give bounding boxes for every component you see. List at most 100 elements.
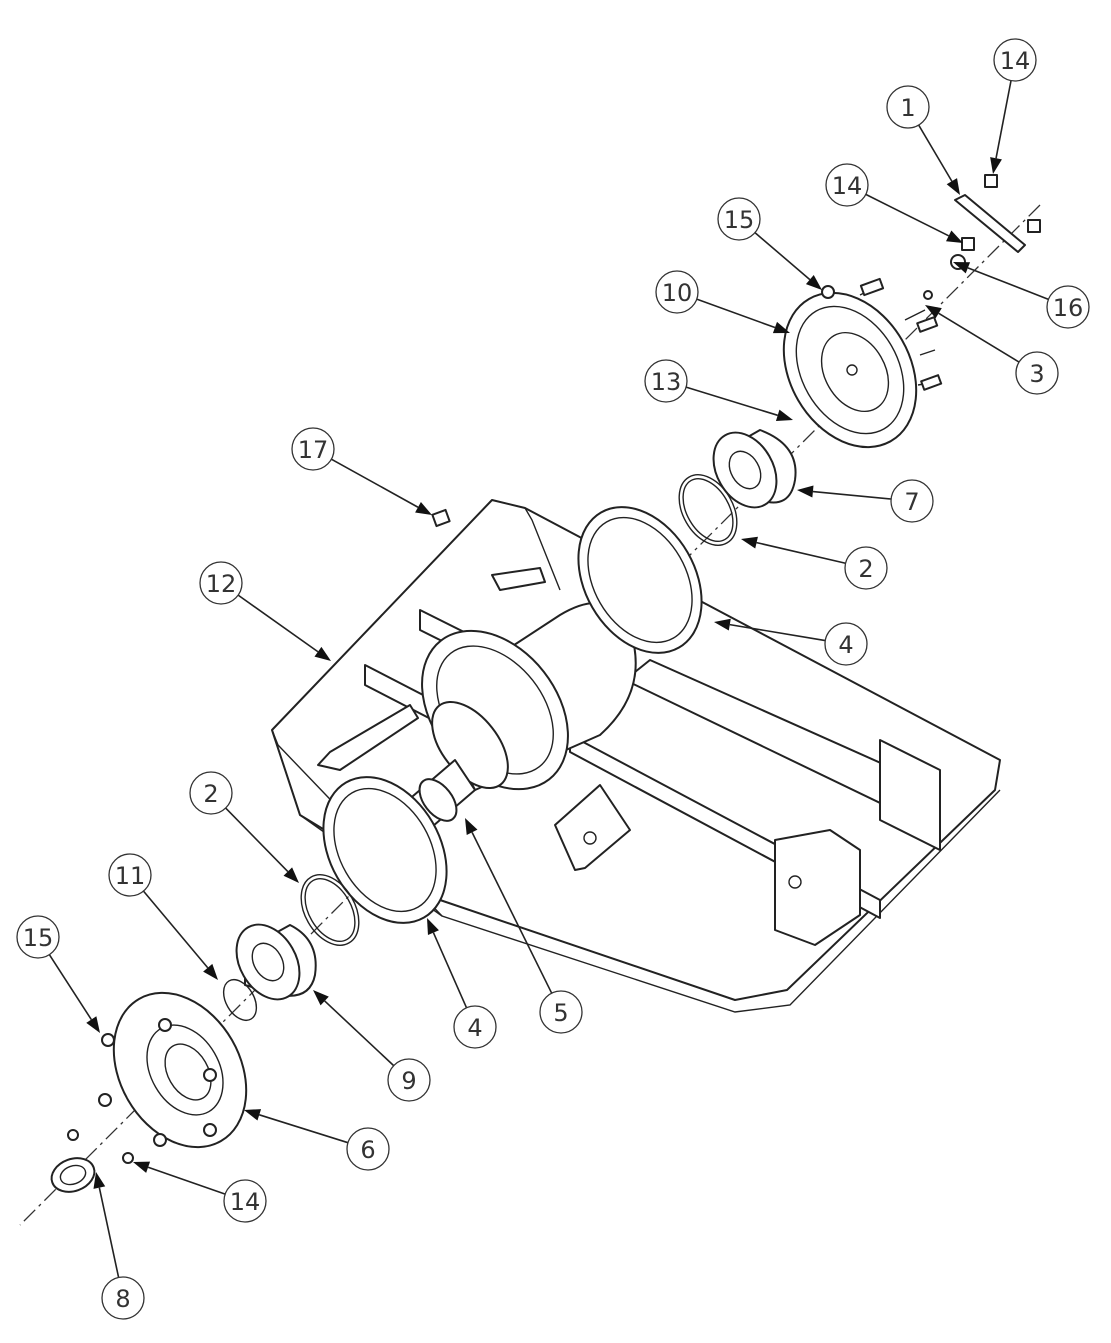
leader-line-b5 (471, 831, 553, 994)
leader-line-b16 (967, 267, 1049, 301)
oil-seal (50, 1157, 96, 1193)
leader-line-b4-bot (432, 932, 468, 1009)
balloon-b12: 12 (199, 561, 243, 605)
arrowhead-b10 (772, 321, 790, 334)
leader-line-b15-top (754, 232, 811, 281)
balloon-b5: 5 (539, 990, 583, 1034)
balloon-circle (453, 1005, 497, 1049)
balloon-circle (717, 197, 761, 241)
balloon-number: 2 (203, 780, 218, 808)
lock-plate (923, 174, 1041, 300)
leader-line-b14-top (995, 80, 1012, 159)
balloon-number: 17 (298, 436, 329, 464)
leader-line-b11 (142, 890, 209, 969)
balloon-circle (539, 990, 583, 1034)
balloon-circle (199, 561, 243, 605)
balloon-b14-bot: 14 (223, 1179, 267, 1223)
arrowhead-b4-bot (427, 918, 439, 936)
leader-line-b13 (685, 386, 778, 417)
balloon-number: 14 (230, 1188, 261, 1216)
balloon-b17: 17 (291, 427, 335, 471)
balloon-number: 13 (651, 368, 682, 396)
arrowhead-b13 (775, 409, 793, 422)
balloon-circle (890, 479, 934, 523)
arrowhead-b7 (797, 485, 814, 498)
balloon-circle (189, 771, 233, 815)
leader-line-b14-mid (865, 193, 950, 237)
arrowhead-b14-mid (946, 230, 963, 243)
leader-line-b4-top (729, 623, 826, 642)
leader-line-b7 (812, 490, 892, 500)
balloon-circle (993, 38, 1037, 82)
balloon-number: 9 (401, 1067, 416, 1095)
balloon-b15-bot: 15 (16, 915, 60, 959)
arrowhead-b8 (93, 1172, 106, 1189)
balloon-circle (1015, 351, 1059, 395)
balloon-b15-top: 15 (717, 197, 761, 241)
balloon-number: 4 (838, 631, 853, 659)
balloon-number: 4 (467, 1014, 482, 1042)
balloon-circle (886, 85, 930, 129)
balloon-b14-mid: 14 (825, 163, 869, 207)
balloon-number: 10 (662, 279, 693, 307)
arrowhead-b2-bot (283, 867, 299, 883)
leader-line-b2-bot (225, 807, 289, 873)
leader-line-b17 (330, 458, 419, 508)
balloon-circle (644, 359, 688, 403)
leader-line-b2-top (756, 541, 846, 565)
balloon-b2-bot: 2 (189, 771, 233, 815)
arrowhead-b12 (314, 646, 331, 661)
balloon-circle (655, 270, 699, 314)
snap-ring-upper (678, 474, 738, 546)
balloon-number: 5 (553, 999, 568, 1027)
arrowhead-b5 (465, 818, 478, 836)
balloon-circle (291, 427, 335, 471)
leader-line-b1 (917, 124, 953, 182)
balloon-b2-top: 2 (844, 546, 888, 590)
end-cover-lower (67, 991, 248, 1164)
balloon-number: 11 (115, 862, 146, 890)
balloon-circle (1046, 285, 1090, 329)
balloon-number: 8 (115, 1285, 130, 1313)
balloon-number: 15 (724, 206, 755, 234)
leader-line-b14-bot (147, 1166, 226, 1195)
balloon-number: 2 (858, 555, 873, 583)
arrowhead-b9 (313, 990, 329, 1006)
balloon-b9: 9 (387, 1058, 431, 1102)
balloon-circle (16, 915, 60, 959)
arrowhead-b3 (925, 305, 942, 319)
balloon-b1: 1 (886, 85, 930, 129)
balloon-b4-bot: 4 (453, 1005, 497, 1049)
leader-line-b8 (98, 1187, 120, 1278)
balloon-number: 14 (1000, 47, 1031, 75)
balloon-number: 12 (206, 570, 237, 598)
balloon-circle (824, 622, 868, 666)
end-cover-upper (782, 277, 943, 449)
arrowhead-b2-top (741, 536, 758, 549)
balloon-number: 14 (832, 172, 863, 200)
drain-plug (431, 508, 451, 528)
arrowhead-b11 (203, 963, 218, 980)
leader-line-b10 (696, 298, 776, 329)
gasket-lower (322, 776, 448, 924)
balloon-number: 3 (1029, 360, 1044, 388)
balloon-b8: 8 (101, 1276, 145, 1320)
balloon-b6: 6 (346, 1127, 390, 1171)
base-plate (271, 499, 1001, 1013)
balloon-b13: 13 (644, 359, 688, 403)
arrowhead-b15-bot (86, 1016, 100, 1033)
balloon-number: 16 (1053, 294, 1084, 322)
balloon-b11: 11 (108, 853, 152, 897)
balloon-circle (108, 853, 152, 897)
arrowhead-b4-top (714, 618, 731, 631)
arrowhead-b14-bot (133, 1161, 151, 1173)
leader-line-b3 (938, 312, 1020, 363)
balloon-b16: 16 (1046, 285, 1090, 329)
balloon-b4-top: 4 (824, 622, 868, 666)
balloon-b14-top: 14 (993, 38, 1037, 82)
balloon-b3: 3 (1015, 351, 1059, 395)
balloon-circle (101, 1276, 145, 1320)
snap-ring-lower (300, 874, 360, 946)
arrowhead-b14-top (990, 157, 1002, 174)
